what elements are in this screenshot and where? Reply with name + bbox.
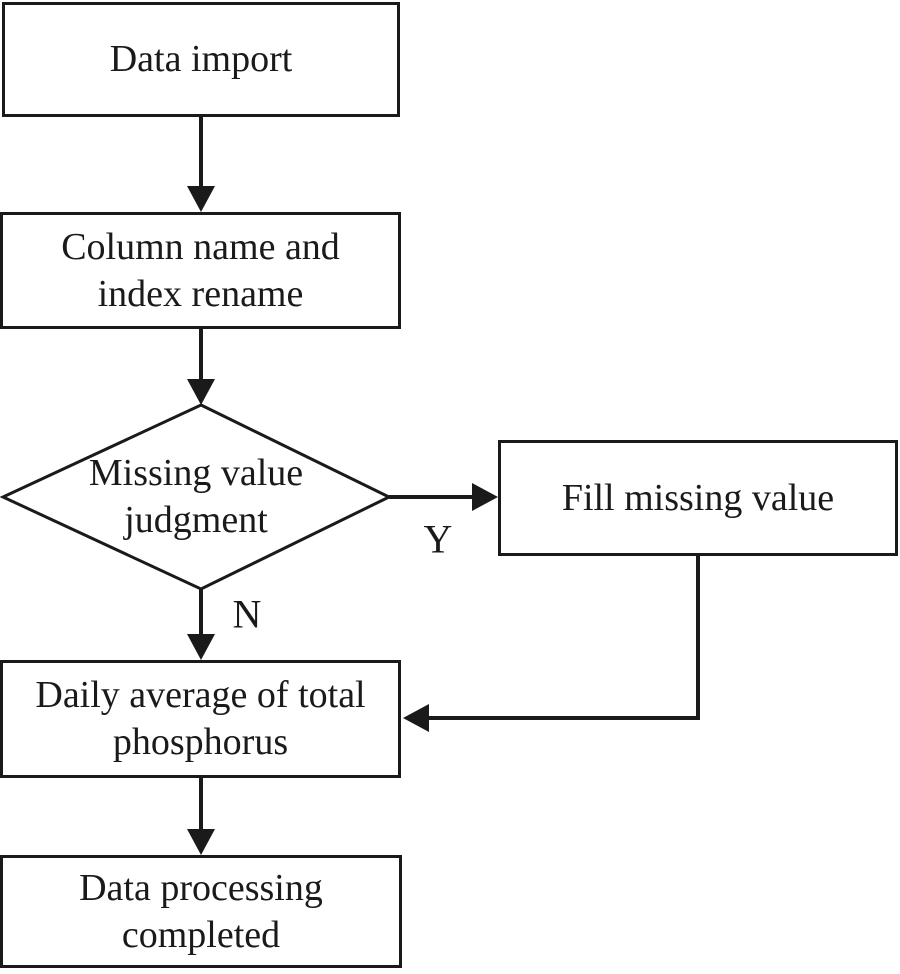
arrowhead-down-icon [187, 379, 215, 405]
node-completed: Data processing completed [0, 855, 402, 968]
node-data-import: Data import [2, 2, 400, 117]
edge-label-no: N [232, 591, 262, 637]
arrowhead-right-icon [472, 483, 498, 511]
node-missing-judgment-text: Missing value judgment [3, 405, 389, 589]
node-fill-missing-label: Fill missing value [561, 476, 835, 519]
node-daily-average-label-line2: phosphorus [112, 721, 289, 763]
node-column-rename-label-line1: Column name and [61, 225, 340, 268]
node-daily-average-label-line1: Daily average of total [35, 674, 366, 716]
arrowhead-down-icon [187, 634, 215, 660]
arrow-missing-judgment-to-fill-missing [389, 483, 498, 511]
node-column-rename-label-line2: index rename [97, 272, 304, 315]
node-daily-average: Daily average of total phosphorus [0, 660, 401, 778]
node-missing-judgment-label-line1: Missing value [88, 452, 304, 494]
node-data-import-label: Data import [109, 38, 293, 80]
arrowhead-left-icon [403, 704, 429, 732]
node-completed-label-line1: Data processing [79, 866, 323, 909]
arrow-fill-missing-to-daily-average [403, 556, 700, 732]
node-missing-judgment-label-line2: judgment [124, 499, 268, 541]
node-fill-missing: Fill missing value [498, 440, 898, 556]
edge-label-yes: Y [423, 516, 453, 562]
node-completed-label-line2: completed [121, 913, 281, 956]
arrowhead-down-icon [187, 186, 215, 212]
node-column-rename: Column name and index rename [0, 212, 401, 329]
arrow-column-rename-to-missing-judgment [187, 329, 215, 405]
arrowhead-down-icon [187, 829, 215, 855]
arrow-daily-average-to-completed [187, 778, 215, 855]
arrow-data-import-to-column-rename [187, 117, 215, 212]
node-missing-judgment-diamond [0, 403, 393, 591]
arrow-missing-judgment-to-daily-average [187, 589, 215, 660]
